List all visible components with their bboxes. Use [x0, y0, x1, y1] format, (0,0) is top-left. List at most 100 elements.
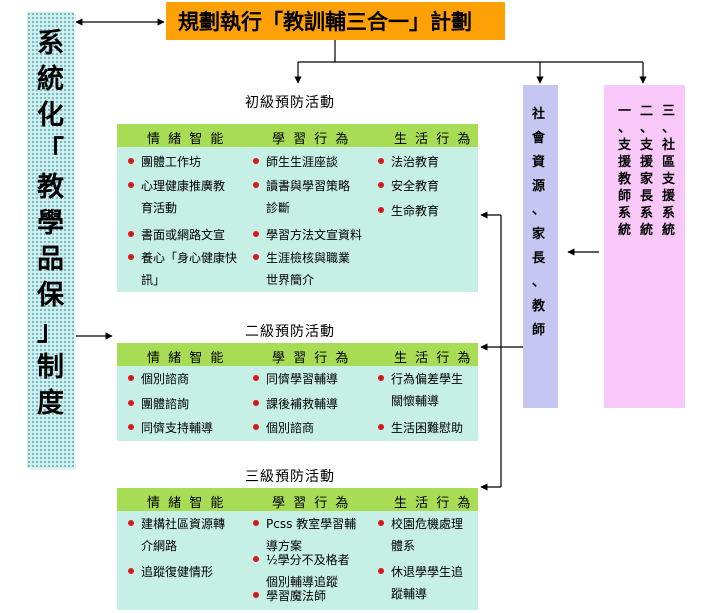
- activity-label: 個別諮商: [141, 372, 190, 386]
- activity-item: 個別諮商: [128, 368, 189, 390]
- activity-item: 追蹤復健情形: [128, 561, 213, 583]
- activity-label: 養心「身心健康快訊」: [141, 251, 238, 287]
- activity-label: 學習方法文宣資料: [266, 228, 363, 242]
- level-title: 初級預防活動: [245, 95, 335, 111]
- side-title-char: 制: [37, 352, 64, 383]
- activity-item: 書面或網路文宣: [128, 224, 225, 246]
- column-header-row: 情 緒 智 能學 習 行 為生 活 行 為: [117, 343, 478, 366]
- activity-item: 校園危機處理體系: [378, 513, 463, 557]
- activity-item: 心理健康推廣教育活動: [128, 175, 225, 219]
- bullet-icon: [378, 520, 384, 526]
- activity-label: 建構社區資源轉介網路: [141, 517, 226, 553]
- activity-label: 師生生涯座談: [266, 155, 339, 169]
- social-resources-text: 社會資源、家長、教師: [532, 107, 546, 338]
- bullet-icon: [378, 424, 384, 430]
- bullet-icon: [128, 375, 134, 381]
- column-header: 生 活 行 為: [394, 132, 473, 147]
- bullet-icon: [253, 375, 259, 381]
- activity-label: 同儕支持輔導: [141, 421, 214, 435]
- plan-title: 規劃執行「教訓輔三合一」計劃: [178, 9, 472, 34]
- bullet-icon: [253, 158, 259, 164]
- activity-label: 行為偏差學生關懷輔導: [391, 372, 464, 408]
- column-header: 學 習 行 為: [272, 496, 351, 511]
- activity-item: 學習魔法師: [253, 585, 326, 607]
- activity-label: 生命教育: [391, 204, 440, 218]
- bullet-icon: [253, 182, 259, 188]
- level-panel: 情 緒 智 能學 習 行 為生 活 行 為: [117, 488, 478, 610]
- bullet-icon: [128, 158, 134, 164]
- column-header-row: 情 緒 智 能學 習 行 為生 活 行 為: [117, 488, 478, 511]
- level-panel: 情 緒 智 能學 習 行 為生 活 行 為: [117, 124, 478, 292]
- activity-item: 團體諮詢: [128, 393, 189, 415]
- side-title-char: 統: [37, 64, 64, 95]
- side-title-char: 「: [37, 136, 64, 167]
- activity-item: 同儕學習輔導: [253, 368, 338, 390]
- activity-label: 學習魔法師: [266, 589, 327, 603]
- plan-title-box: 規劃執行「教訓輔三合一」計劃: [166, 2, 505, 40]
- quality-system-title: 系統化「教學品保」制度: [27, 12, 74, 468]
- activity-item: 休退學學生追蹤輔導: [378, 561, 463, 605]
- bullet-icon: [128, 182, 134, 188]
- side-title-char: 系: [37, 28, 64, 59]
- activity-label: 同儕學習輔導: [266, 372, 339, 386]
- bullet-icon: [378, 182, 384, 188]
- activity-item: 讀書與學習策略診斷: [253, 175, 350, 219]
- activity-label: 法治教育: [391, 155, 440, 169]
- activity-label: 心理健康推廣教育活動: [141, 179, 226, 215]
- side-title-char: 化: [37, 100, 64, 131]
- column-header: 情 緒 智 能: [147, 496, 226, 511]
- activity-label: 書面或網路文宣: [141, 228, 226, 242]
- activity-label: ½學分不及格者個別輔導追蹤: [266, 553, 350, 589]
- bullet-icon: [378, 158, 384, 164]
- activity-item: 法治教育: [378, 151, 439, 173]
- side-title-char: 」: [37, 316, 64, 347]
- bullet-icon: [253, 254, 259, 260]
- activity-item: 課後補救輔導: [253, 393, 338, 415]
- activity-item: 安全教育: [378, 175, 439, 197]
- support-system-column: 二、支援家長系統: [640, 104, 654, 238]
- bullet-icon: [378, 568, 384, 574]
- bullet-icon: [253, 592, 259, 598]
- side-title-char: 學: [37, 208, 64, 239]
- bullet-icon: [378, 375, 384, 381]
- level-title: 三級預防活動: [245, 469, 335, 485]
- activity-item: 師生生涯座談: [253, 151, 338, 173]
- bullet-icon: [128, 424, 134, 430]
- level-panel: 情 緒 智 能學 習 行 為生 活 行 為: [117, 343, 478, 441]
- activity-item: Pcss 教室學習輔導方案: [253, 513, 356, 557]
- activity-item: 生涯檢核與職業世界簡介: [253, 247, 350, 291]
- bullet-icon: [128, 568, 134, 574]
- level-title: 二級預防活動: [245, 324, 335, 340]
- support-system-column: 三、社區支援系統: [662, 104, 676, 238]
- column-header: 生 活 行 為: [394, 351, 473, 366]
- activity-label: 追蹤復健情形: [141, 565, 214, 579]
- activity-label: 個別諮商: [266, 421, 315, 435]
- side-title-char: 度: [37, 388, 64, 419]
- activity-item: 團體工作坊: [128, 151, 201, 173]
- column-header: 情 緒 智 能: [147, 132, 226, 147]
- bullet-icon: [253, 424, 259, 430]
- activity-label: 生涯檢核與職業世界簡介: [266, 251, 351, 287]
- bullet-icon: [253, 231, 259, 237]
- bullet-icon: [128, 231, 134, 237]
- side-title-char: 品: [37, 244, 64, 275]
- column-header: 學 習 行 為: [272, 132, 351, 147]
- side-title-char: 教: [37, 172, 64, 203]
- support-systems-box: 三、社區支援系統二、支援家長系統一、支援教師系統: [604, 85, 685, 408]
- activity-item: 生命教育: [378, 200, 439, 222]
- bullet-icon: [128, 520, 134, 526]
- column-header: 學 習 行 為: [272, 351, 351, 366]
- activity-item: 生活困難慰助: [378, 417, 463, 439]
- column-header-row: 情 緒 智 能學 習 行 為生 活 行 為: [117, 124, 478, 147]
- bullet-icon: [253, 556, 259, 562]
- bullet-icon: [378, 207, 384, 213]
- column-header: 情 緒 智 能: [147, 351, 226, 366]
- bullet-icon: [253, 520, 259, 526]
- activity-label: 團體諮詢: [141, 397, 190, 411]
- activity-item: 建構社區資源轉介網路: [128, 513, 225, 557]
- bullet-icon: [128, 254, 134, 260]
- activity-item: 養心「身心健康快訊」: [128, 247, 237, 291]
- support-system-column: 一、支援教師系統: [618, 104, 632, 238]
- activity-label: Pcss 教室學習輔導方案: [266, 517, 357, 553]
- activity-item: 個別諮商: [253, 417, 314, 439]
